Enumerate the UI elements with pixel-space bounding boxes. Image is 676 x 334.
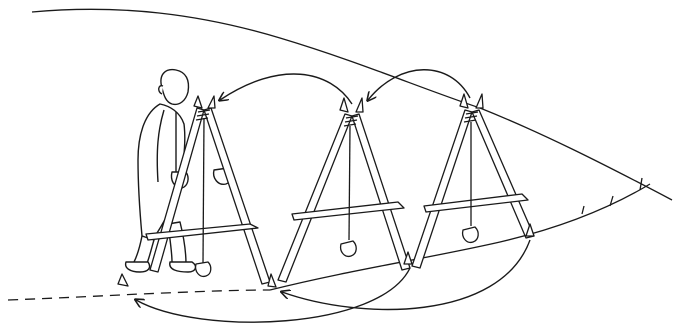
a-frame-3-left-leg (412, 110, 472, 268)
ground-tuft (582, 206, 584, 214)
a-frame-2-right-leg (352, 114, 410, 270)
a-frame-3 (412, 94, 534, 268)
hillside (8, 9, 672, 300)
a-frame-2-plumb-line (349, 126, 350, 240)
hill-upper-contour (32, 9, 672, 200)
arrow-frame3-to-frame2 (368, 70, 470, 100)
a-frame-2-left-leg (278, 114, 352, 282)
a-frame-2-plumb-bob (341, 241, 357, 256)
a-frame-1-top-prong (208, 96, 215, 108)
a-frame-1-plumb-bob (196, 262, 211, 276)
a-frame-2 (268, 98, 412, 287)
man-ear (159, 86, 163, 94)
a-frame-3-top-prong (460, 94, 468, 108)
a-frame-1-top-prong (194, 96, 202, 108)
a-frame-1-peg (118, 274, 128, 286)
arrow-frame2-to-frame1 (220, 74, 352, 104)
a-frame-2-top-prong (356, 98, 363, 112)
arrow-peg2-to-peg1 (136, 268, 410, 322)
a-frame-3-plumb-bob (463, 227, 479, 242)
bottom-arrows (136, 240, 530, 322)
a-frame-2-peg (268, 274, 276, 287)
a-frame-2-top-prong (340, 98, 348, 112)
top-arrows (220, 70, 470, 104)
hill-lower-contour (270, 184, 650, 290)
a-frame-1-right-leg (204, 108, 270, 284)
ground-baseline (8, 290, 270, 300)
a-frame-1-plumb-line (203, 118, 204, 264)
man-left-foot (126, 262, 150, 272)
man-head (161, 70, 189, 105)
a-frame-3-top-prong (476, 94, 483, 108)
a-frame-3-right-leg (472, 110, 534, 238)
man-right-foot (170, 262, 196, 272)
